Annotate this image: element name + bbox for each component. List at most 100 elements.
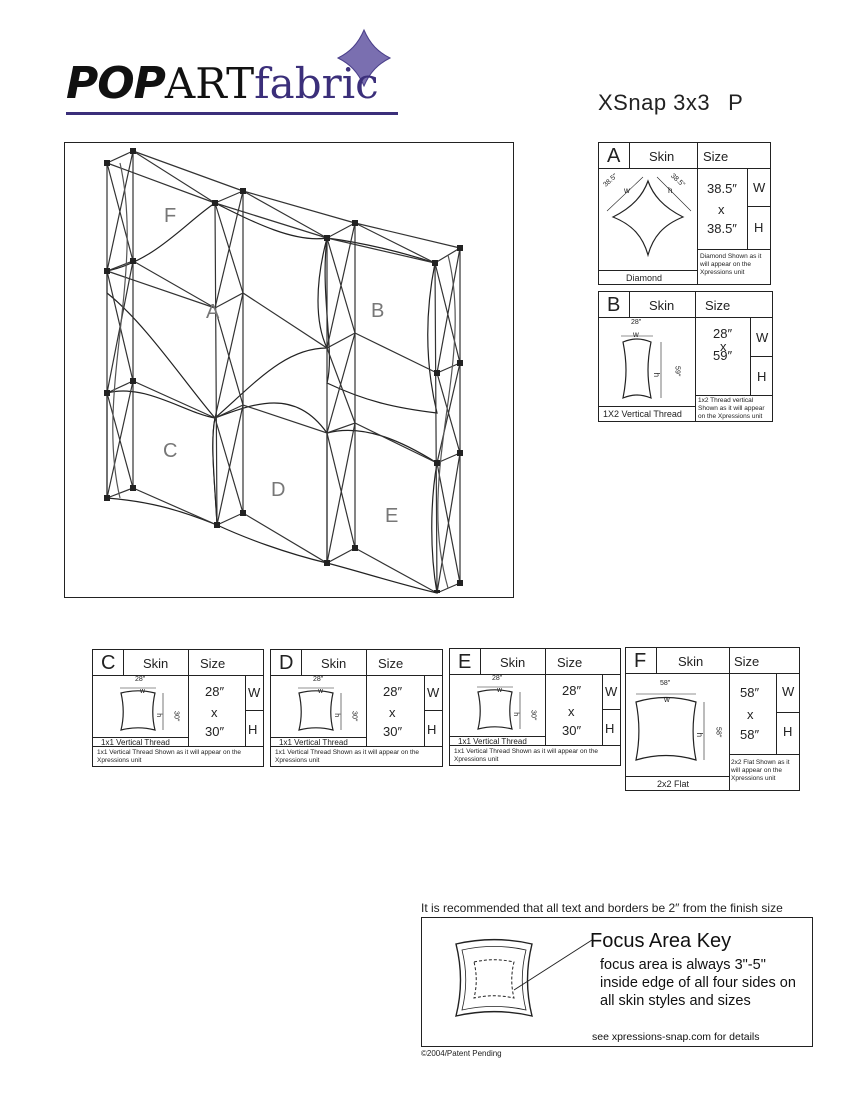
w-label: W	[753, 180, 766, 195]
card-letter: C	[101, 652, 116, 674]
size-x: x	[720, 339, 727, 354]
h-mark: h	[695, 732, 705, 738]
diamond-skin-icon	[606, 176, 692, 258]
dim-top: 28"	[313, 676, 324, 683]
panel-label-f: F	[164, 205, 177, 227]
spec-card-b: B Skin Size 28" w h 59" 28″ x 59″ W H 1x…	[598, 291, 773, 422]
dim-top: 28"	[135, 676, 146, 683]
panel-label-d: D	[271, 479, 286, 501]
size-x: x	[211, 705, 218, 720]
size-header: Size	[705, 298, 731, 313]
square-skin-icon	[298, 687, 342, 731]
popart-fabric-logo: POPARTfabric	[66, 28, 406, 120]
size-height: 30″	[562, 723, 582, 738]
card-note: Diamond Shown as it will appear on the X…	[700, 253, 762, 276]
focus-see-details: see xpressions-snap.com for details	[592, 1031, 760, 1043]
panel-label-a: A	[206, 301, 220, 323]
size-x: x	[568, 704, 575, 719]
card-note: 1x1 Vertical Thread Shown as it will app…	[97, 749, 242, 764]
card-letter: A	[607, 145, 621, 167]
card-note: 1x1 Vertical Thread Shown as it will app…	[454, 748, 599, 763]
h-label: H	[754, 220, 764, 235]
size-header: Size	[734, 654, 760, 669]
h-mark: h	[155, 713, 163, 718]
vertical-thread-skin-icon	[621, 335, 662, 399]
w-label: W	[605, 684, 618, 699]
logo-art: ART	[164, 59, 255, 108]
card-note: 1x2 Thread vertical Shown as it will app…	[698, 397, 765, 420]
panel-label-e: E	[385, 505, 399, 527]
w-label: W	[427, 685, 440, 700]
dim-top: 28"	[492, 675, 503, 682]
card-letter: F	[634, 650, 647, 672]
card-letter: D	[279, 652, 294, 674]
page-title: XSnap 3x3 P	[598, 90, 743, 116]
focus-title: Focus Area Key	[590, 930, 732, 952]
size-x: x	[747, 707, 754, 722]
h-mark: h	[668, 186, 673, 195]
h-mark: h	[652, 372, 662, 378]
size-width: 58″	[740, 685, 760, 700]
copyright: ©2004/Patent Pending	[421, 1049, 502, 1058]
w-mark: w	[318, 688, 324, 695]
square-skin-icon	[477, 686, 521, 730]
size-width: 28″	[713, 326, 733, 341]
size-width: 28″	[205, 684, 225, 699]
h-mark: h	[333, 713, 341, 718]
dim-side: 30"	[529, 710, 537, 721]
size-header: Size	[200, 656, 226, 671]
card-caption: 1x1 Vertical Thread	[458, 737, 527, 746]
dim-side: 58"	[714, 727, 722, 738]
w-mark: w	[140, 688, 146, 695]
spec-card-a: A Skin Size 38.5" 38.5" w h 38.5″ x 38.5…	[598, 142, 771, 285]
spec-card-f: F Skin Size 58" w h 58" 58″ x 58″ W H 2x…	[625, 647, 800, 791]
skin-header: Skin	[649, 298, 675, 313]
dim-side: 59"	[673, 366, 681, 377]
size-width: 28″	[383, 684, 403, 699]
size-height: 59″	[713, 348, 733, 363]
card-caption: Diamond	[626, 273, 663, 283]
frame-illustration	[104, 148, 463, 594]
focus-area-key: Focus Area Key focus area is always 3"-5…	[421, 917, 813, 1047]
spec-card-e: E Skin Size 28" w h 30" 28″ x 30″ W H 1x…	[449, 648, 621, 766]
size-header: Size	[378, 656, 404, 671]
w-label: W	[756, 330, 769, 345]
diamond-logo-icon	[336, 28, 392, 88]
card-caption: 1x1 Vertical Thread	[101, 738, 170, 747]
w-mark: w	[497, 687, 503, 694]
dim-top: 28"	[631, 319, 642, 326]
size-header: Size	[703, 149, 729, 164]
size-height: 30″	[383, 724, 403, 739]
skin-header: Skin	[678, 654, 704, 669]
size-width: 28″	[562, 683, 582, 698]
w-mark: w	[664, 695, 670, 704]
h-label: H	[605, 721, 615, 736]
card-letter: E	[458, 651, 472, 673]
dim-top: 58"	[660, 680, 671, 687]
h-label: H	[757, 369, 767, 384]
flat-skin-icon	[635, 693, 705, 761]
border-recommendation: It is recommended that all text and bord…	[421, 901, 783, 915]
size-x: x	[718, 202, 725, 217]
product-suffix: P	[728, 90, 744, 115]
h-label: H	[783, 724, 793, 739]
dim-side: 30"	[350, 711, 358, 722]
size-height: 30″	[205, 724, 225, 739]
logo-underline	[66, 112, 398, 115]
card-note: 1x1 Vertical Thread Shown as it will app…	[275, 749, 420, 764]
size-height: 38.5″	[707, 221, 737, 236]
spec-card-c: C Skin Size 28" w h 30" 28″ x 30″ W H 1x…	[92, 649, 264, 767]
skin-header: Skin	[143, 656, 169, 671]
product-name: XSnap 3x3	[598, 90, 711, 115]
panel-label-c: C	[163, 440, 178, 462]
h-label: H	[427, 722, 437, 737]
skin-header: Skin	[500, 655, 526, 670]
w-mark: w	[633, 330, 639, 339]
size-header: Size	[557, 655, 583, 670]
focus-body: focus area is always 3"-5" inside edge o…	[600, 957, 796, 1009]
w-mark: w	[624, 186, 630, 195]
card-note: 2x2 Flat Shown as it will appear on the …	[731, 759, 790, 782]
logo-wordmark: POPARTfabric	[66, 62, 379, 106]
panel-label-b: B	[371, 300, 385, 322]
focus-area-icon	[455, 938, 593, 1017]
